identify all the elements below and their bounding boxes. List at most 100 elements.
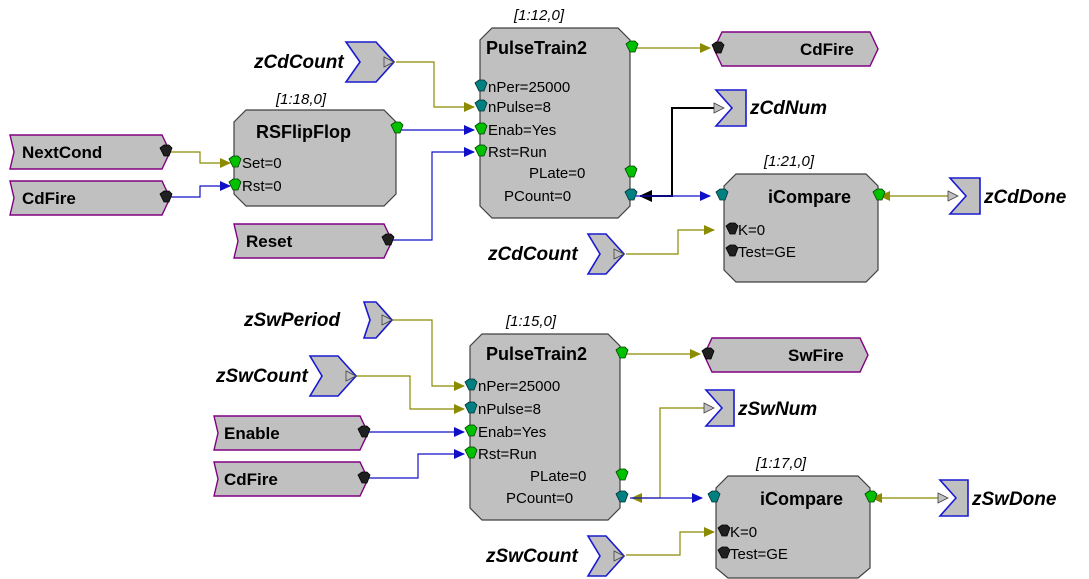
pin-out-icon <box>390 121 404 134</box>
pin-in-icon <box>725 244 739 257</box>
port-plate: PLate=0 <box>530 468 586 485</box>
block-index: [1:15,0] <box>505 313 557 330</box>
tag-zswcount-b[interactable]: zSwCount <box>485 535 626 577</box>
tag-zswperiod[interactable]: zSwPeriod <box>243 301 394 339</box>
pin-icon <box>937 492 949 504</box>
pin-icon <box>713 102 725 114</box>
block-index: [1:12,0] <box>513 7 565 24</box>
port-set: Set=0 <box>242 155 282 172</box>
wire-zcdcount-npulse <box>396 61 475 112</box>
tag-label: zSwNum <box>737 399 817 420</box>
pin-in-icon <box>474 144 488 157</box>
pin-icon <box>381 314 393 326</box>
port-reset[interactable]: Reset <box>233 223 395 259</box>
pin-icon <box>357 471 371 484</box>
pin-icon <box>613 550 625 562</box>
wire-reset-rst <box>392 147 475 241</box>
pin-in-icon <box>474 79 488 92</box>
port-out-sw-fire[interactable]: SwFire <box>701 337 869 373</box>
pin-icon <box>159 144 173 157</box>
port-rst: Rst=Run <box>488 144 547 161</box>
tag-zcdcount-a[interactable]: zCdCount <box>253 41 396 83</box>
pin-in-icon <box>464 378 478 391</box>
block-title: PulseTrain2 <box>486 38 587 58</box>
pin-in-icon <box>707 490 721 503</box>
port-k: K=0 <box>730 524 757 541</box>
pin-in-icon <box>717 546 731 559</box>
pin-icon <box>345 370 357 382</box>
tag-label: zCdNum <box>749 98 827 119</box>
pin-in-icon <box>464 401 478 414</box>
tag-zcdcount-b[interactable]: zCdCount <box>487 233 626 275</box>
tag-zcddone[interactable]: zCdDone <box>947 177 1067 215</box>
port-nper: nPer=25000 <box>488 79 570 96</box>
block-icompare-bottom[interactable]: [1:17,0] iCompare K=0 Test=GE <box>707 455 878 579</box>
wire-zswcount-npulse <box>356 375 465 414</box>
wire-zswnum-pcount <box>631 407 708 503</box>
tag-zswnum[interactable]: zSwNum <box>703 389 817 427</box>
port-plate: PLate=0 <box>529 165 585 182</box>
pin-in-icon <box>228 155 242 168</box>
wire-cdfire-rst <box>170 181 231 198</box>
pin-in-icon <box>228 178 242 191</box>
pin-in-icon <box>715 188 729 201</box>
wire-zswcount-k <box>626 527 715 556</box>
port-label: CdFire <box>800 40 854 59</box>
pin-out-icon <box>624 188 638 201</box>
tag-label: zCdCount <box>487 244 578 265</box>
tag-label: zCdDone <box>983 187 1067 208</box>
port-test: Test=GE <box>738 244 796 261</box>
wire-nextcond-set <box>170 151 231 168</box>
tag-label: zSwDone <box>971 489 1057 510</box>
port-pcount: PCount=0 <box>506 490 573 507</box>
pin-icon <box>381 233 395 246</box>
pin-out-icon <box>872 188 886 201</box>
port-label: Reset <box>246 232 293 251</box>
block-rsflipflop[interactable]: [1:18,0] RSFlipFlop Set=0 Rst=0 <box>228 91 404 207</box>
block-title: PulseTrain2 <box>486 344 587 364</box>
block-icompare-top[interactable]: [1:21,0] iCompare K=0 Test=GE <box>715 153 886 283</box>
port-enab: Enab=Yes <box>478 424 546 441</box>
tag-zcdnum[interactable]: zCdNum <box>713 89 827 127</box>
pin-in-icon <box>725 222 739 235</box>
port-enable[interactable]: Enable <box>213 415 371 451</box>
pin-in-icon <box>464 446 478 459</box>
pin-icon <box>711 41 725 54</box>
port-enab: Enab=Yes <box>488 122 556 139</box>
pin-icon <box>159 190 173 203</box>
port-cd-fire-2[interactable]: CdFire <box>213 461 371 497</box>
block-pulsetrain-top[interactable]: [1:12,0] PulseTrain2 nPer=25000 nPulse=8… <box>474 7 639 219</box>
pin-out-icon <box>615 468 629 481</box>
pin-icon <box>947 190 959 202</box>
port-label: SwFire <box>788 346 844 365</box>
pin-icon <box>703 402 715 414</box>
pin-in-icon <box>464 424 478 437</box>
tag-zswcount-a[interactable]: zSwCount <box>215 355 358 397</box>
pin-icon <box>383 56 395 68</box>
port-out-cd-fire[interactable]: CdFire <box>711 31 879 67</box>
pin-icon <box>613 248 625 260</box>
tag-zswdone[interactable]: zSwDone <box>937 479 1057 517</box>
pin-out-icon <box>615 490 629 503</box>
block-index: [1:17,0] <box>755 455 807 472</box>
block-index: [1:21,0] <box>763 153 815 170</box>
pin-out-icon <box>625 40 639 53</box>
port-rst: Rst=0 <box>242 178 282 195</box>
port-label: NextCond <box>22 143 102 162</box>
block-title: iCompare <box>768 187 851 207</box>
port-pcount: PCount=0 <box>504 188 571 205</box>
port-k: K=0 <box>738 222 765 239</box>
pin-in-icon <box>717 524 731 537</box>
tag-label: zSwCount <box>485 546 578 567</box>
pin-icon <box>701 347 715 360</box>
port-cd-fire[interactable]: CdFire <box>9 180 173 216</box>
port-npulse: nPulse=8 <box>478 401 541 418</box>
port-next-cond[interactable]: NextCond <box>9 134 173 170</box>
wires <box>170 43 952 556</box>
wire-zcdcount-k <box>626 225 715 255</box>
pin-icon <box>357 425 371 438</box>
tag-label: zSwPeriod <box>243 310 340 331</box>
block-title: RSFlipFlop <box>256 122 351 142</box>
block-pulsetrain-bottom[interactable]: [1:15,0] PulseTrain2 nPer=25000 nPulse=8… <box>464 313 629 521</box>
wire-cdfire-rst2 <box>368 449 465 479</box>
